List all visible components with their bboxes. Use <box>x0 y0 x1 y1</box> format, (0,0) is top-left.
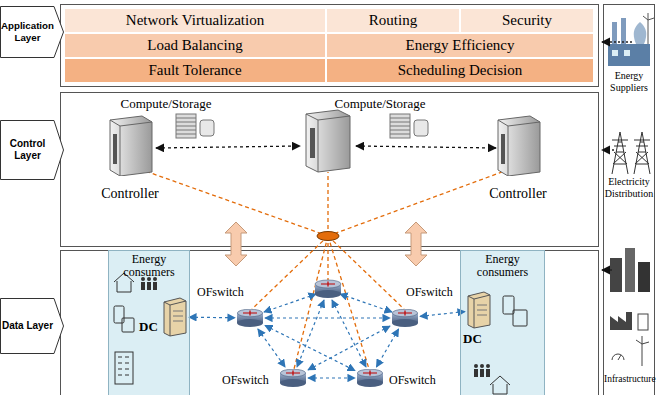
controller-label: Controller <box>470 186 566 202</box>
pylon <box>612 132 650 174</box>
hub <box>317 232 339 241</box>
panel-ground <box>460 250 545 395</box>
controller-icon <box>495 114 541 176</box>
infrastructure-icons <box>610 248 650 366</box>
data-center: DC <box>467 291 491 329</box>
controller-node: Controller <box>470 112 566 202</box>
function-cell: Security <box>460 8 594 33</box>
openflow-switch: OFswitch <box>357 369 383 387</box>
layer-link-arrow <box>225 222 427 266</box>
controller-link <box>156 146 496 148</box>
controller-label: Controller <box>88 186 172 202</box>
dc-box <box>163 297 187 337</box>
openflow-switch: OFswitch <box>237 309 263 327</box>
dc-label: DC <box>463 331 482 347</box>
controller-icon <box>107 114 153 176</box>
layer-name: Data Layer <box>1 298 54 354</box>
data-link <box>376 329 398 367</box>
function-name: Security <box>502 13 552 28</box>
controller-icon <box>306 110 350 172</box>
layer-name: Control Layer <box>1 120 54 180</box>
switch-icon <box>392 309 418 327</box>
dc-box <box>467 291 491 329</box>
controller-node: Controller <box>88 112 172 202</box>
panel-heading: Energy consumers <box>461 251 544 279</box>
control-channel <box>148 172 502 369</box>
consumer-icons <box>114 273 157 384</box>
data-center: DC <box>163 297 187 337</box>
text-label: Compute/Storage <box>104 97 228 112</box>
switch-label: OFswitch <box>197 285 244 300</box>
switch-icon <box>315 280 341 298</box>
text-label: Infrastructure <box>604 374 654 385</box>
switch-icon <box>357 369 383 387</box>
data-link <box>265 317 390 318</box>
function-cell: Energy Efficiency <box>326 33 594 58</box>
storage-icon <box>176 114 428 138</box>
function-name: Load Balancing <box>147 38 242 53</box>
data-link <box>189 317 235 319</box>
switch-link <box>264 294 392 367</box>
function-cell: Scheduling Decision <box>326 58 594 83</box>
layer-arrow: Application Layer <box>0 6 64 58</box>
layer-arrow: Data Layer <box>0 298 64 354</box>
consumer-panel: Energy consumersDC <box>108 250 190 395</box>
text-label: Energy Suppliers <box>604 70 654 93</box>
function-name: Fault Tolerance <box>148 63 241 78</box>
function-name: Energy Efficiency <box>406 38 515 53</box>
text-label: Compute/Storage <box>318 97 442 112</box>
data-link <box>258 329 285 367</box>
function-cell: Load Balancing <box>64 33 326 58</box>
function-name: Scheduling Decision <box>398 63 523 78</box>
switch-label: OFswitch <box>389 373 436 388</box>
data-link <box>308 377 355 378</box>
dc-label: DC <box>139 319 158 335</box>
switch-label: OFswitch <box>406 285 453 300</box>
layer-frame <box>61 5 655 395</box>
layer-name: Application Layer <box>1 6 54 58</box>
data-link <box>308 326 390 370</box>
data-link <box>420 312 465 317</box>
switch-label: OFswitch <box>222 373 269 388</box>
switch-icon <box>280 369 306 387</box>
function-cell: Routing <box>326 8 460 33</box>
function-cell: Network Virtualization <box>64 8 326 33</box>
panel-heading: Energy consumers <box>109 251 189 279</box>
openflow-switch: OFswitch <box>392 309 418 327</box>
openflow-switch: OFswitch <box>280 369 306 387</box>
text-label: Electricity Distribution <box>604 176 654 199</box>
consumer-panel: Energy consumersDC <box>460 250 545 395</box>
layer-arrow: Control Layer <box>0 120 64 180</box>
switch-icon <box>237 309 263 327</box>
panel-ground <box>108 250 190 395</box>
power-plant <box>608 13 654 66</box>
data-link <box>265 326 355 371</box>
function-name: Routing <box>369 13 417 28</box>
function-name: Network Virtualization <box>126 13 264 28</box>
function-cell: Fault Tolerance <box>64 58 326 83</box>
